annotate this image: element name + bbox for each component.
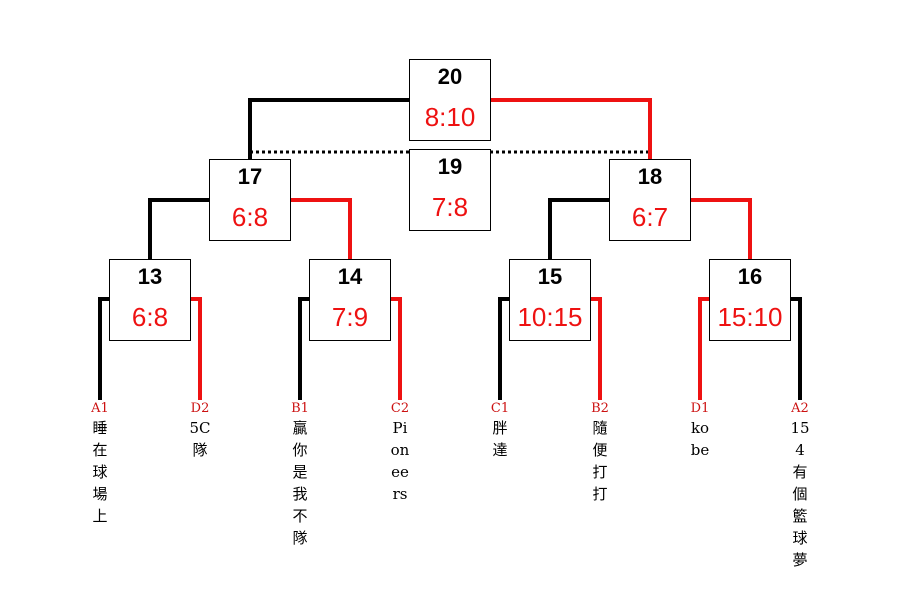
line-13-right [190, 297, 202, 400]
match-box-20: 20 8:10 [409, 59, 491, 141]
team-code: A1 [91, 401, 109, 416]
line-20-right [490, 98, 652, 160]
team-name: 睡在球場上 [92, 419, 108, 525]
team-A1: A1 睡在球場上 [89, 400, 111, 527]
match-box-15: 15 10:15 [509, 259, 591, 341]
line-17-right [290, 198, 352, 260]
team-name: 154有個籃球夢 [790, 419, 810, 569]
line-17-left [148, 198, 210, 260]
line-18-left [548, 198, 610, 260]
match-number: 16 [737, 264, 763, 289]
match-score: 15:10 [717, 302, 783, 332]
match-score: 7:8 [431, 192, 469, 222]
team-code: C1 [490, 401, 510, 416]
line-14-right [390, 297, 402, 400]
team-B2: B2 隨便打打 [589, 400, 611, 505]
team-code: D2 [190, 401, 210, 416]
match-score: 6:8 [231, 202, 269, 232]
team-name: kobe [690, 419, 710, 459]
match-box-18: 18 6:7 [609, 159, 691, 241]
match-number: 15 [537, 264, 563, 289]
match-box-19: 19 7:8 [409, 149, 491, 231]
team-name: Pioneers [390, 419, 410, 503]
team-C1: C1 胖達 [489, 400, 511, 461]
match-score: 6:7 [631, 202, 669, 232]
line-20-left [248, 98, 410, 160]
line-16-left [698, 297, 710, 400]
match-score: 8:10 [424, 102, 476, 132]
match-score: 7:9 [331, 302, 369, 332]
line-15-left [498, 297, 510, 400]
match-box-16: 16 15:10 [709, 259, 791, 341]
match-number: 19 [437, 154, 463, 179]
match-number: 18 [637, 164, 663, 189]
team-name: 胖達 [492, 419, 508, 459]
match-number: 13 [137, 264, 163, 289]
match-box-17: 17 6:8 [209, 159, 291, 241]
match-box-14: 14 7:9 [309, 259, 391, 341]
team-C2: C2 Pioneers [389, 400, 411, 505]
team-D2: D2 5C隊 [189, 400, 211, 461]
team-B1: B1 贏你是我不隊 [289, 400, 311, 549]
team-code: B2 [591, 401, 609, 416]
line-16-right [790, 297, 802, 400]
team-code: C2 [390, 401, 410, 416]
match-number: 20 [437, 64, 463, 89]
team-name: 隨便打打 [592, 419, 608, 503]
team-D1: D1 kobe [689, 400, 711, 461]
line-13-left [98, 297, 110, 400]
line-15-right [590, 297, 602, 400]
line-14-left [298, 297, 310, 400]
team-A2: A2 154有個籃球夢 [789, 400, 811, 571]
match-number: 17 [237, 164, 263, 189]
team-name: 5C隊 [189, 419, 211, 459]
team-code: D1 [690, 401, 710, 416]
team-name: 贏你是我不隊 [292, 419, 308, 547]
line-18-right [690, 198, 752, 260]
match-score: 6:8 [131, 302, 169, 332]
match-box-13: 13 6:8 [109, 259, 191, 341]
team-code: B1 [291, 401, 309, 416]
match-number: 14 [337, 264, 363, 289]
match-score: 10:15 [517, 302, 583, 332]
team-code: A2 [791, 401, 809, 416]
